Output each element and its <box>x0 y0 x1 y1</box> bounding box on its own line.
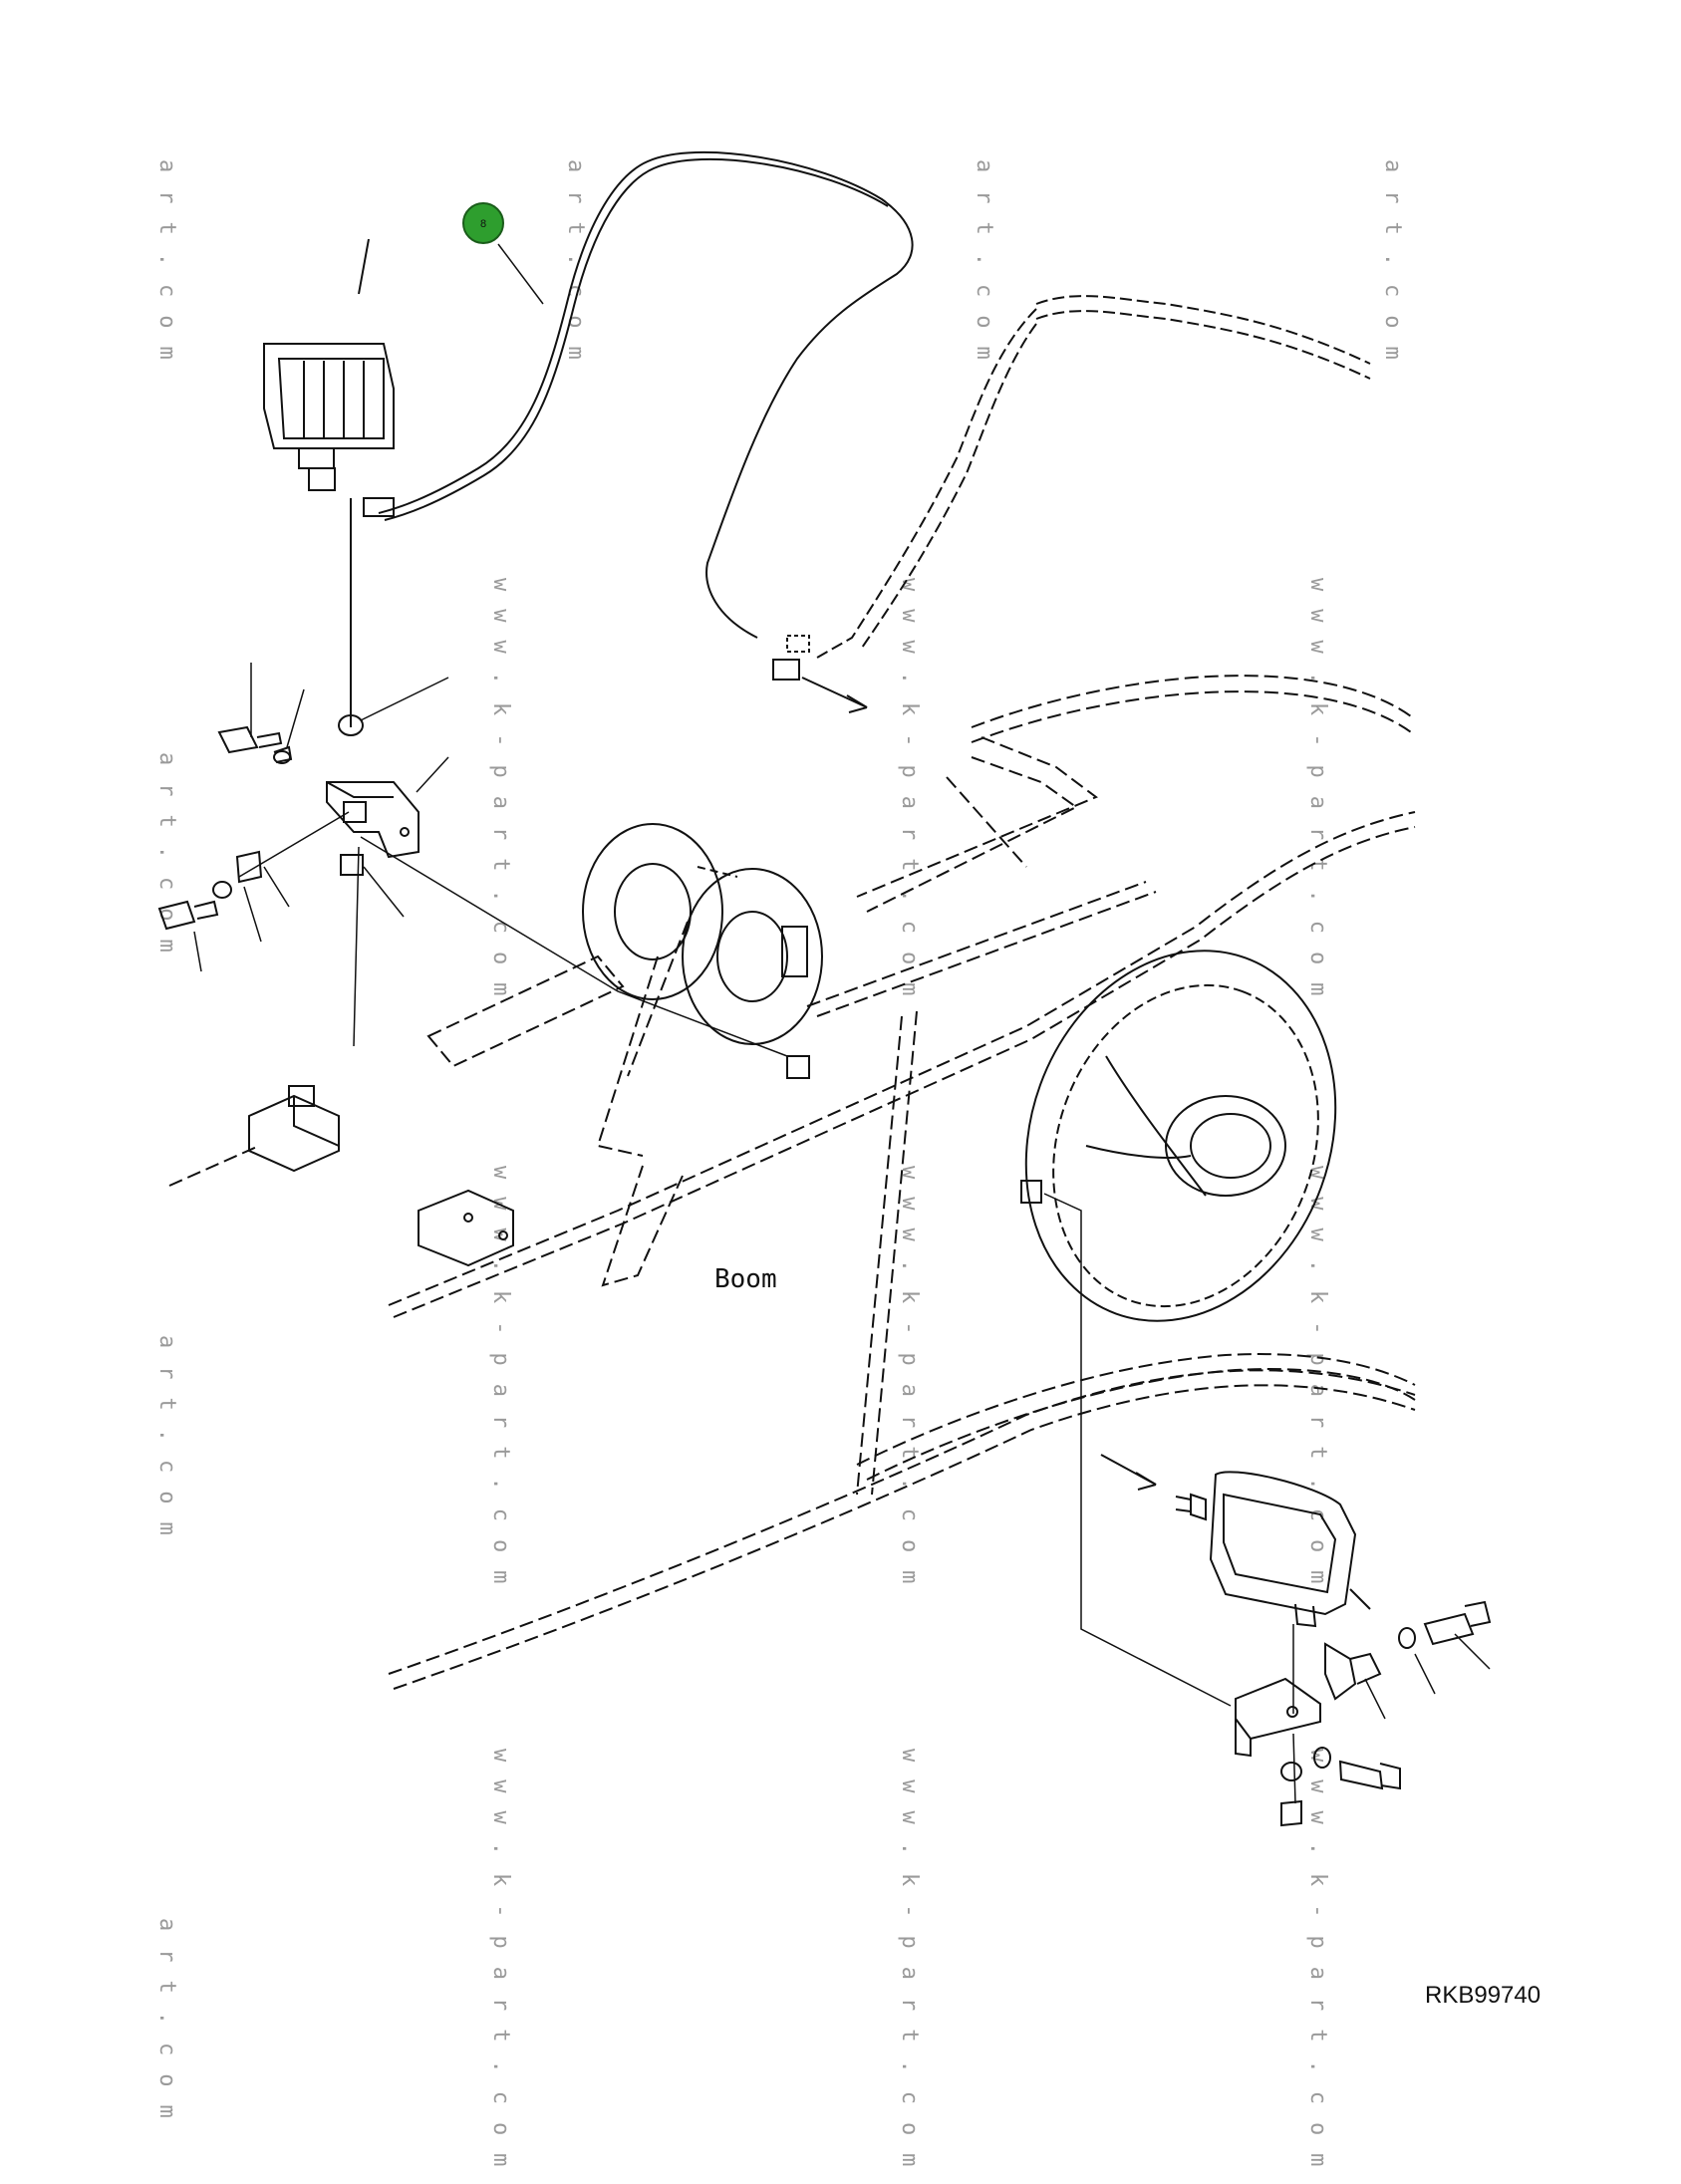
lamp-bracket-right <box>1235 1642 1382 1758</box>
boom-structure <box>168 675 1416 1690</box>
working-lamp-right <box>1175 1471 1371 1628</box>
working-lamp-left <box>263 238 395 491</box>
leader-lines-left <box>193 663 449 972</box>
boom-clamp-left <box>248 1085 340 1173</box>
direction-arrow-upper <box>801 677 868 708</box>
direction-arrow-head-upper <box>846 694 868 713</box>
lamp-harness-left <box>363 151 914 639</box>
callout-badge-number: 8 <box>480 218 486 230</box>
drawing-code: RKB99740 <box>1425 1982 1541 2009</box>
boom-pivot-bosses <box>582 823 823 1045</box>
boom-clip-bolt <box>786 1055 810 1079</box>
boom-clip-right <box>1020 1180 1042 1204</box>
harness-dashed-route <box>816 295 1371 659</box>
leader-lines-right <box>1364 1633 1491 1720</box>
axis-lines-right <box>1043 1193 1296 1804</box>
direction-arrow-head-lower <box>1135 1472 1157 1491</box>
boom-clamp-mid <box>418 1189 514 1267</box>
hardware-right <box>1280 1600 1492 1827</box>
exploded-view-drawing: 8 Boom RKB99740 <box>157 151 1541 2009</box>
connector-dashed-2 <box>772 659 800 681</box>
cab-light-lens <box>1024 950 1337 1322</box>
connector-dashed-1 <box>786 635 810 653</box>
boom-label: Boom <box>714 1264 777 1294</box>
callout-badge-8[interactable]: 8 <box>462 202 544 305</box>
axis-lines-left <box>238 811 788 1057</box>
hardware-left <box>157 714 364 931</box>
parts-diagram-canvas: art.com art.com art.com art.com art.com … <box>154 151 1541 2184</box>
lamp-bracket-left <box>326 781 420 859</box>
